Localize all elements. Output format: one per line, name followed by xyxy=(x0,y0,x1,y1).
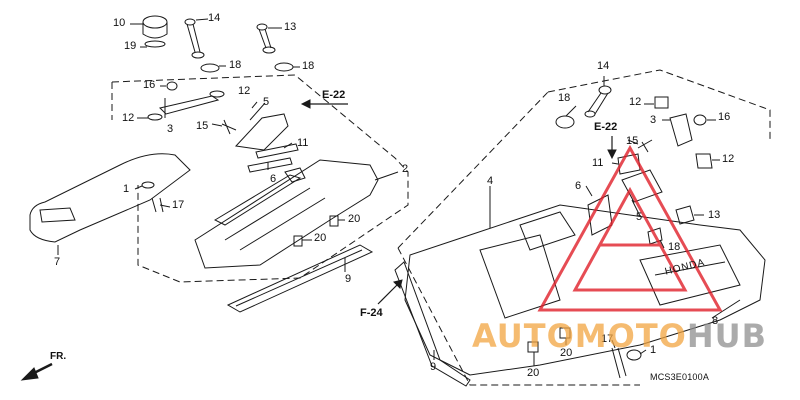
callout-11: 11 xyxy=(592,157,604,169)
callout-2: 2 xyxy=(402,163,409,175)
callout-18: 18 xyxy=(668,241,681,253)
callout-19: 19 xyxy=(124,40,137,52)
grommet-12-d xyxy=(695,153,713,169)
plug-20-a xyxy=(329,215,339,227)
rubber-18-c xyxy=(555,115,575,129)
reference-e22-right: E-22 xyxy=(594,121,618,133)
callout-1: 1 xyxy=(650,344,657,356)
callout-16: 16 xyxy=(143,79,156,91)
callout-12: 12 xyxy=(238,85,251,97)
grommet-12-a xyxy=(147,113,163,121)
callout-16: 16 xyxy=(718,111,731,123)
gasket-6-left xyxy=(247,157,293,173)
bolt-16-right xyxy=(693,114,707,126)
bolt-14-right xyxy=(584,85,612,118)
callout-18: 18 xyxy=(302,60,315,72)
callout-6: 6 xyxy=(270,173,277,185)
callout-4: 4 xyxy=(487,175,494,187)
callout-15: 15 xyxy=(196,120,209,132)
washer-1-left xyxy=(141,181,155,189)
callout-13: 13 xyxy=(284,21,297,33)
watermark-logo-triangle xyxy=(537,144,723,312)
washer-1-right xyxy=(626,349,642,361)
bolt-13-right xyxy=(675,205,695,225)
callout-10: 10 xyxy=(113,17,126,29)
gasket-9-left xyxy=(226,244,374,313)
callout-20: 20 xyxy=(348,213,361,225)
callout-17: 17 xyxy=(601,333,614,345)
callout-5: 5 xyxy=(263,96,270,108)
bolt-13-left xyxy=(256,23,276,54)
plate-3-left xyxy=(159,95,220,115)
reference-f24: F-24 xyxy=(360,307,383,319)
plug-20-c xyxy=(559,327,571,339)
callout-3: 3 xyxy=(650,114,657,126)
callout-17: 17 xyxy=(172,199,185,211)
rubber-18-a xyxy=(200,63,220,73)
callout-9: 9 xyxy=(345,273,352,285)
callout-18: 18 xyxy=(229,59,242,71)
head-cover-left xyxy=(194,159,379,269)
grommet-12-c xyxy=(654,96,669,109)
diagram-code: MCS3E0100A xyxy=(650,372,710,382)
left-assembly-boundary xyxy=(111,74,409,283)
ref-arrow-e22-right xyxy=(607,136,617,160)
grommet-12-b xyxy=(209,90,225,98)
callout-6: 6 xyxy=(575,180,582,192)
callout-11: 11 xyxy=(297,137,309,149)
callout-14: 14 xyxy=(597,60,610,72)
callout-7: 7 xyxy=(54,256,61,268)
callout-13: 13 xyxy=(708,209,721,221)
plug-20-b xyxy=(293,235,303,247)
bolt-15-right xyxy=(637,139,653,153)
callout-15: 15 xyxy=(626,135,639,147)
callout-14: 14 xyxy=(208,12,221,24)
ref-arrow-f24 xyxy=(377,279,403,305)
rubber-18-d xyxy=(647,227,663,245)
ref-arrow-e22-left xyxy=(300,99,348,109)
plate-3-right xyxy=(669,113,693,147)
oil-filler-cap xyxy=(142,15,168,48)
head-cover-right xyxy=(404,204,766,376)
plug-20-d xyxy=(527,341,539,353)
callout-20: 20 xyxy=(560,347,573,359)
callout-20: 20 xyxy=(314,232,327,244)
bracket-5-right xyxy=(621,169,663,203)
callout-3: 3 xyxy=(167,123,174,135)
callout-5: 5 xyxy=(636,211,643,223)
side-cover-7 xyxy=(29,153,191,243)
bolt-16-left xyxy=(166,81,178,91)
gasket-11-left xyxy=(255,143,299,159)
front-direction-arrow xyxy=(20,362,53,381)
callout-8: 8 xyxy=(712,315,719,327)
bracket-5-left xyxy=(234,113,289,151)
callout-12: 12 xyxy=(122,112,135,124)
bolt-17-right xyxy=(611,347,627,379)
callout-1: 1 xyxy=(123,183,130,195)
rubber-18-b xyxy=(274,62,294,72)
callout-18: 18 xyxy=(558,92,571,104)
reference-e22-left: E-22 xyxy=(322,89,346,101)
callout-12: 12 xyxy=(722,153,735,165)
callout-12: 12 xyxy=(629,96,642,108)
front-direction-label: FR. xyxy=(50,351,67,362)
callout-9: 9 xyxy=(430,361,437,373)
callout-20: 20 xyxy=(527,367,540,379)
gasket-9-right xyxy=(394,261,471,387)
bolt-14-left xyxy=(184,18,205,59)
watermark-text: AUTOMOTOHUB xyxy=(472,317,768,355)
bolt-15-left xyxy=(221,119,237,135)
